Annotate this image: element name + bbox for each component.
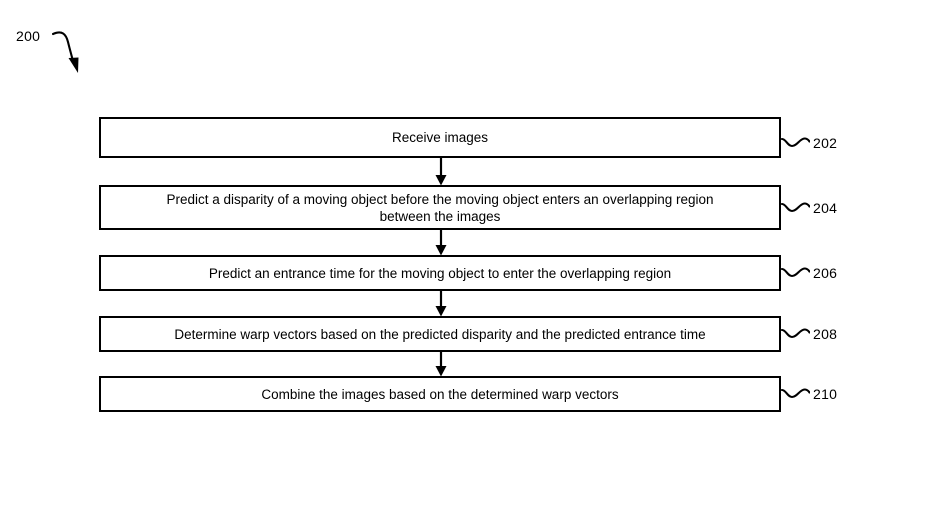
flow-step-box-208: Determine warp vectors based on the pred… bbox=[99, 316, 781, 352]
squiggle-leader-icon bbox=[781, 202, 810, 213]
flow-step-box-206: Predict an entrance time for the moving … bbox=[99, 255, 781, 291]
reference-number-202: 202 bbox=[813, 135, 838, 151]
reference-callout-208: 208 bbox=[781, 321, 837, 347]
flow-step-label-210: Combine the images based on the determin… bbox=[261, 386, 619, 402]
down-arrow-icon-208-to-210 bbox=[435, 351, 447, 377]
flow-step-label-208: Determine warp vectors based on the pred… bbox=[174, 326, 706, 342]
flow-step-label-204: Predict a disparity of a moving object b… bbox=[166, 191, 714, 224]
reference-callout-210: 210 bbox=[781, 381, 837, 407]
squiggle-leader-icon bbox=[781, 137, 810, 148]
flow-step-box-202: Receive images bbox=[99, 117, 781, 158]
reference-number-206: 206 bbox=[813, 265, 838, 281]
down-arrow-icon-206-to-208 bbox=[435, 290, 447, 317]
down-arrow-icon-204-to-206 bbox=[435, 229, 447, 256]
reference-callout-202: 202 bbox=[781, 130, 837, 156]
flow-step-box-204: Predict a disparity of a moving object b… bbox=[99, 185, 781, 230]
squiggle-leader-icon bbox=[781, 267, 810, 278]
reference-callout-204: 204 bbox=[781, 195, 837, 221]
down-arrow-icon-202-to-204 bbox=[435, 157, 447, 186]
flow-step-box-210: Combine the images based on the determin… bbox=[99, 376, 781, 412]
flow-step-label-206: Predict an entrance time for the moving … bbox=[208, 265, 672, 281]
figure-identifier: 200 bbox=[16, 28, 41, 44]
flow-step-label-202: Receive images bbox=[391, 130, 489, 145]
squiggle-leader-icon bbox=[781, 388, 810, 399]
curved-leader-arrow-icon bbox=[52, 31, 79, 73]
reference-callout-206: 206 bbox=[781, 260, 837, 286]
reference-number-210: 210 bbox=[813, 386, 838, 402]
reference-number-208: 208 bbox=[813, 326, 838, 342]
reference-number-204: 204 bbox=[813, 200, 838, 216]
squiggle-leader-icon bbox=[781, 328, 810, 339]
